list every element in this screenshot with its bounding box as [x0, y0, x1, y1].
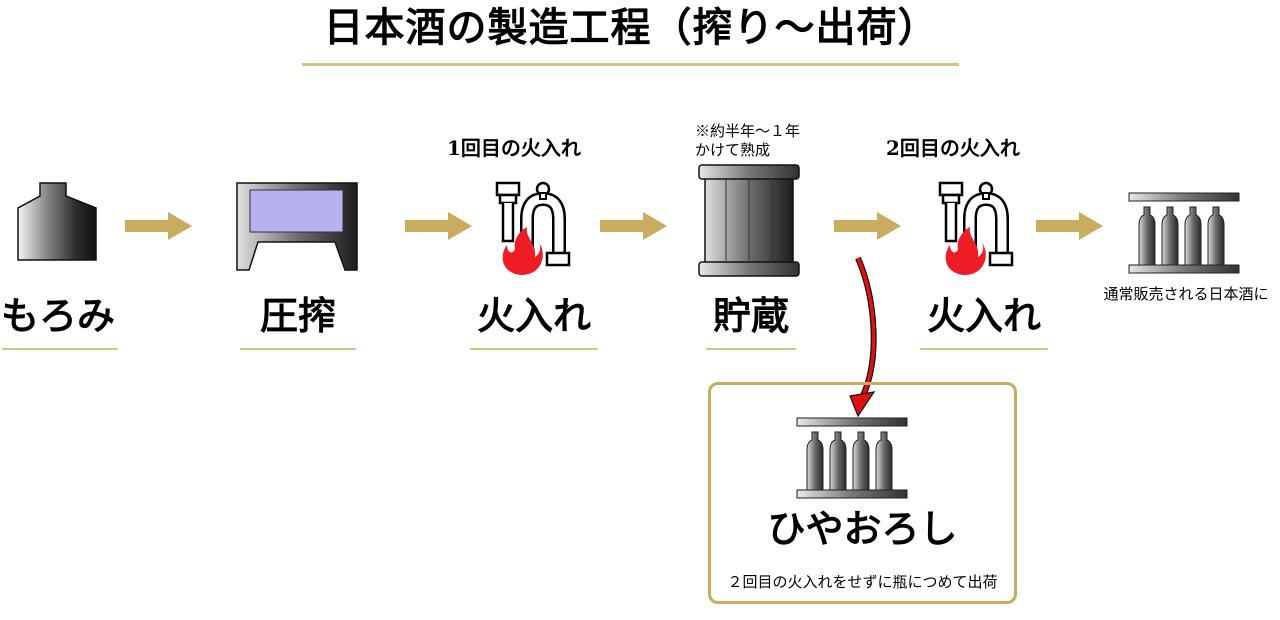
branch-caption: ２回目の火入れをせずに瓶につめて出荷	[727, 573, 998, 591]
flow-arrow	[405, 212, 472, 240]
step-label-pasteurization-1: 火入れ	[476, 293, 591, 338]
hiyaoroshi-box	[708, 382, 1017, 604]
pasteurizer-icon	[497, 183, 569, 275]
flow-arrow	[600, 212, 667, 240]
result-label: 通常販売される日本酒に	[1103, 285, 1269, 303]
branch-label: ひやおろし	[767, 506, 958, 551]
storage-tank-icon	[698, 164, 800, 277]
step-underline	[2, 348, 118, 350]
pasteurizer-icon	[940, 183, 1012, 275]
step-underline	[240, 348, 356, 350]
press-icon	[236, 182, 358, 271]
step-label-moromi: もろみ	[0, 293, 115, 338]
page-title: 日本酒の製造工程（搾り～出荷）	[323, 4, 939, 51]
step-underline	[470, 348, 598, 350]
storage-note-line-2: かけて熟成	[695, 141, 771, 159]
step-underline	[920, 348, 1048, 350]
step-label-storage: 貯蔵	[712, 293, 789, 338]
step-note-second-pasteurization: 2回目の火入れ	[886, 136, 1020, 160]
bottles-icon	[1128, 192, 1240, 274]
storage-note-line-1: ※約半年～１年	[695, 122, 801, 140]
title-underline	[302, 63, 959, 66]
flow-arrow	[125, 212, 192, 240]
step-label-pasteurization-2: 火入れ	[926, 293, 1041, 338]
flow-arrows	[125, 212, 1103, 240]
moromi-tank-icon	[17, 182, 97, 261]
step-note-first-pasteurization: 1回目の火入れ	[447, 136, 581, 160]
flow-arrow	[834, 212, 901, 240]
step-label-pressing: 圧搾	[259, 293, 336, 338]
flow-arrow	[1036, 212, 1103, 240]
step-underline	[706, 348, 796, 350]
